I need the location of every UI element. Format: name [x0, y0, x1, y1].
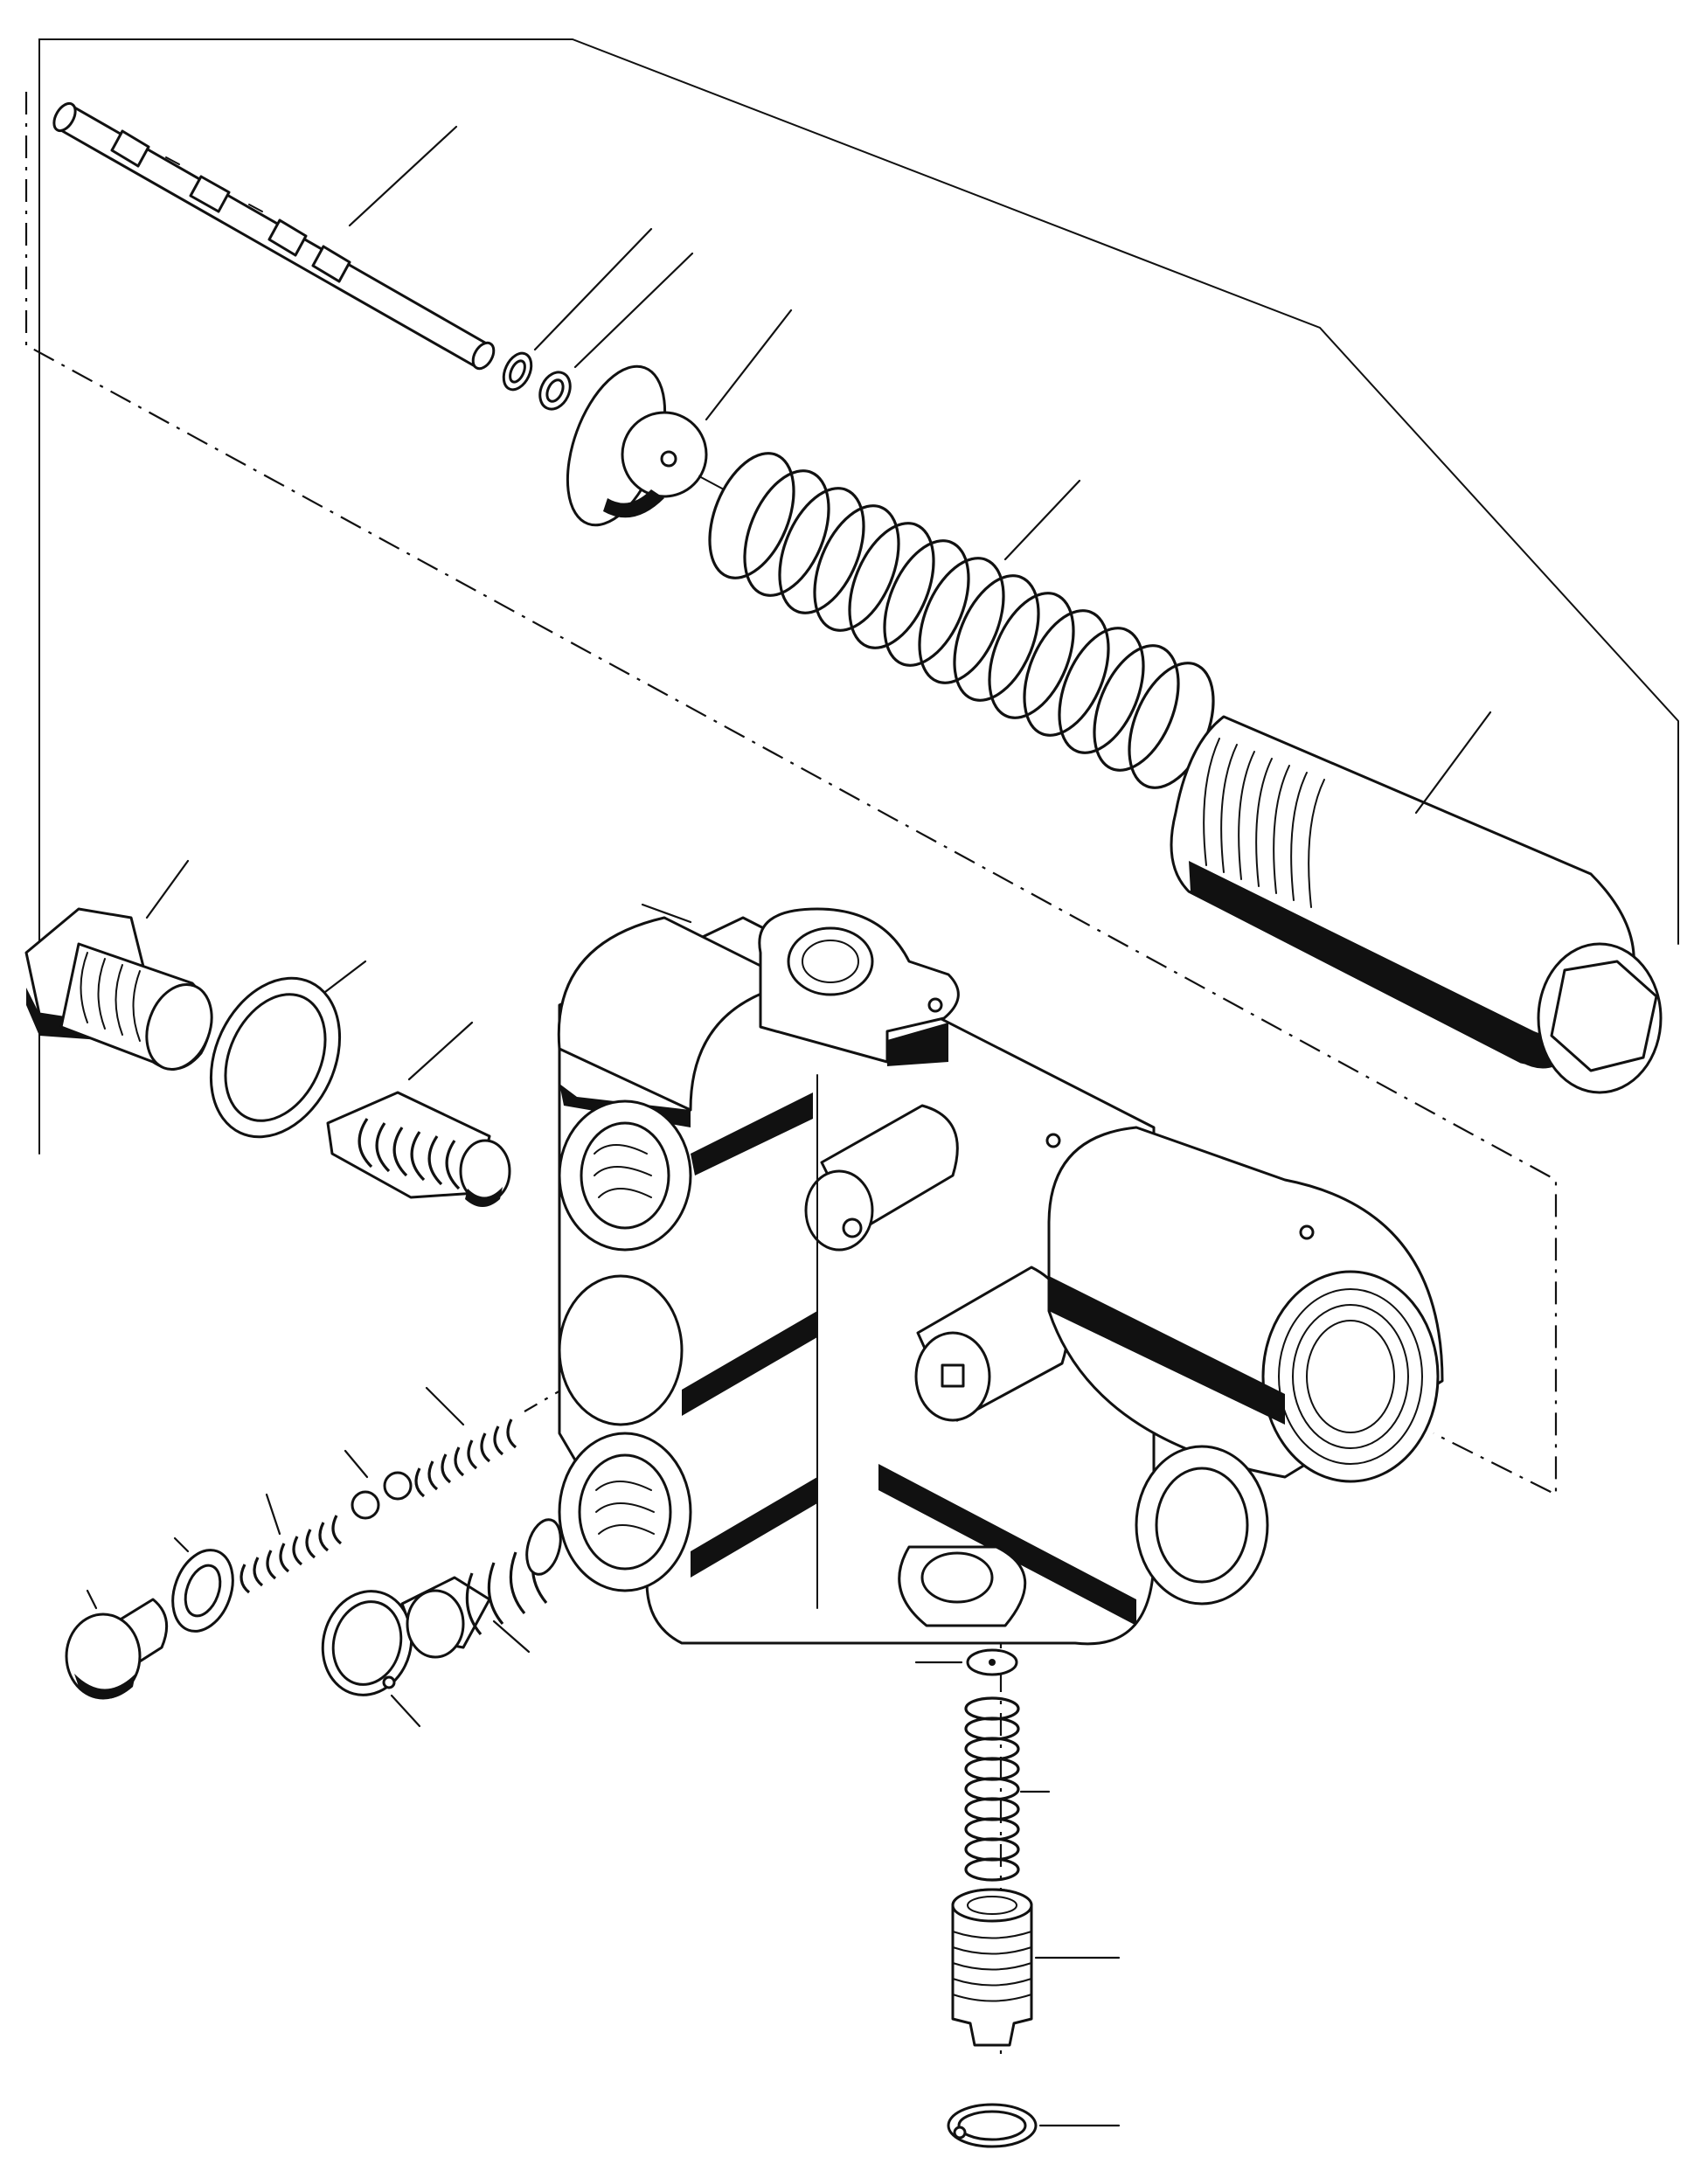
relief-washer — [209, 976, 342, 1139]
leader-check-spring-small — [425, 1386, 465, 1426]
check-spring-2 — [240, 1515, 343, 1594]
leader-relief-plug — [145, 859, 190, 919]
o-ring-1 — [502, 351, 533, 392]
leader-o-ring-1 — [533, 227, 653, 351]
valve-body — [557, 907, 1444, 1646]
relief-poppet-spring — [326, 1091, 511, 1207]
spool — [52, 101, 496, 371]
bottom-spring — [964, 1696, 1020, 1882]
end-cap — [1170, 715, 1663, 1094]
leader-relief-poppet — [407, 1021, 474, 1081]
assembly-bracket — [38, 38, 1679, 1155]
relief-plug — [24, 907, 213, 1071]
leader-end-cap — [1414, 711, 1492, 815]
check-ball-1 — [351, 1490, 380, 1520]
bottom-washer — [966, 1648, 1018, 1676]
large-spring — [708, 452, 1215, 789]
check-spring-small — [414, 1418, 517, 1498]
leader-unloader-poppet — [492, 1619, 531, 1654]
leader-check-spring-2 — [265, 1493, 281, 1536]
bottom-spool — [951, 1888, 1033, 2047]
leader-valve-body — [641, 903, 692, 924]
leader-check-plug — [86, 1589, 98, 1610]
check-plug — [65, 1598, 169, 1700]
bottom-snap-ring — [947, 2103, 1038, 2148]
o-ring-2 — [538, 371, 572, 411]
sealing-washer — [171, 1549, 234, 1633]
spring-seat — [566, 364, 708, 527]
leader-relief-washer — [323, 960, 367, 994]
leader-snap-ring-left — [390, 1694, 421, 1728]
leader-large-spring — [1003, 479, 1081, 561]
leader-check-ball — [344, 1449, 369, 1479]
snap-ring-left — [321, 1590, 413, 1696]
leader-spring-seat — [705, 309, 793, 421]
unloader-poppet-spring — [400, 1518, 562, 1659]
leader-sealing-washer — [173, 1536, 190, 1553]
spring-seat-link — [698, 475, 725, 490]
check-ball-2 — [383, 1471, 413, 1501]
leader-o-ring-2 — [573, 252, 694, 369]
leader-spool — [348, 125, 458, 227]
